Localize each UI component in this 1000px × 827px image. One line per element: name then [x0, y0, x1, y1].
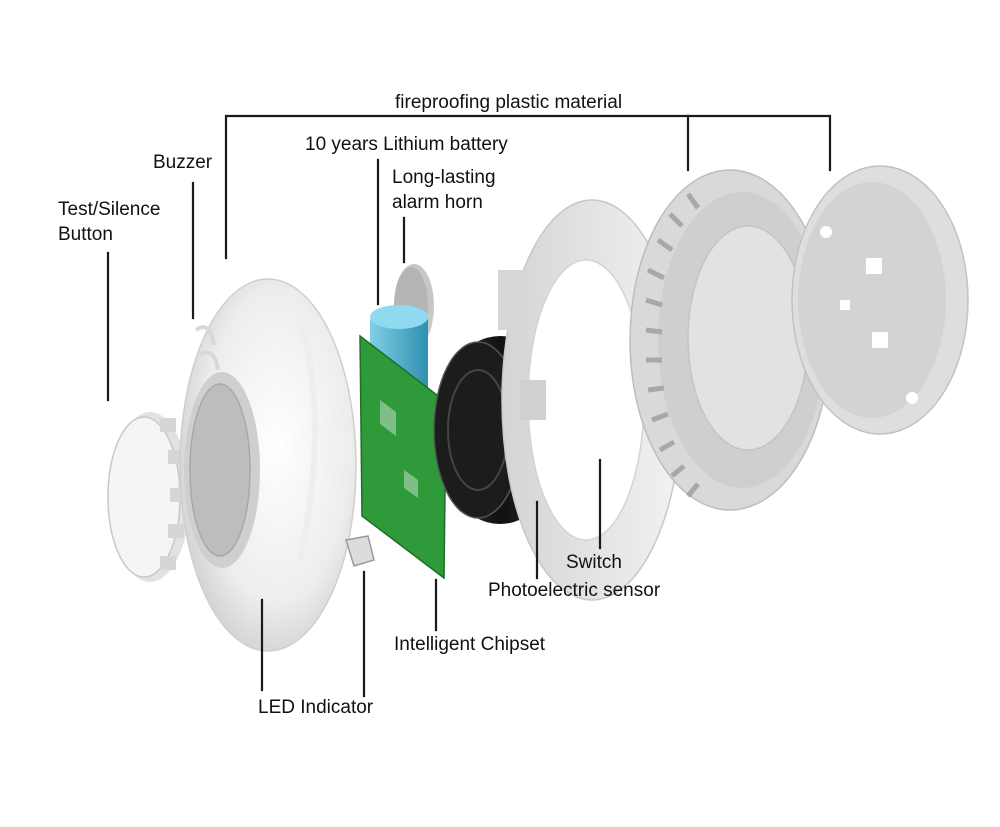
label-horn-line2: alarm horn	[392, 192, 483, 213]
test-silence-button-part	[107, 412, 190, 582]
leader-lines	[106, 114, 832, 698]
vented-housing-part	[629, 169, 831, 511]
fireproofing-bracket-line	[224, 114, 832, 260]
base-plate-part	[791, 165, 969, 435]
label-horn-line1: Long-lasting	[392, 167, 496, 188]
label-led: LED Indicator	[258, 697, 374, 718]
label-chipset: Intelligent Chipset	[394, 634, 546, 655]
label-buzzer: Buzzer	[153, 152, 213, 173]
label-test-line1: Test/Silence	[58, 199, 160, 220]
labels: fireproofing plastic material 10 years L…	[58, 92, 661, 718]
label-photo: Photoelectric sensor	[488, 580, 661, 601]
label-test-line2: Button	[58, 224, 113, 245]
label-switch: Switch	[566, 552, 622, 573]
label-battery: 10 years Lithium battery	[305, 134, 508, 155]
led-indicator-part	[345, 535, 375, 567]
label-fireproofing: fireproofing plastic material	[395, 92, 622, 113]
pcb-chipset-part	[359, 334, 447, 580]
front-cover-part	[179, 278, 357, 652]
